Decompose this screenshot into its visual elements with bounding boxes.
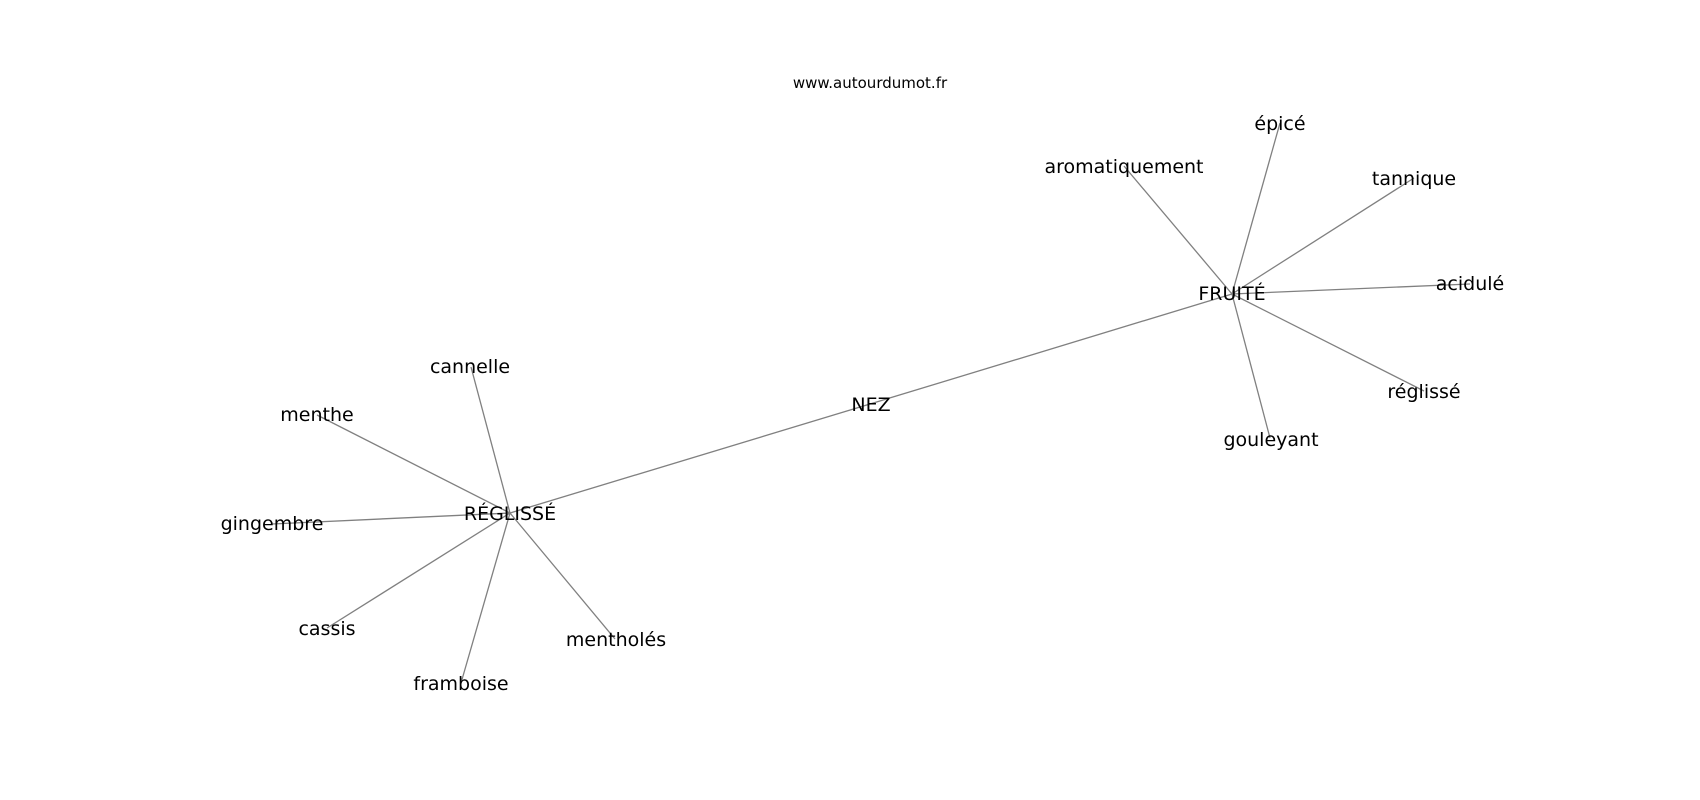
edge-reglisse-cannelle (470, 366, 511, 514)
edge-reglisse-gingembre (271, 512, 511, 525)
node-reglisse-hub: RÉGLISSÉ (464, 502, 556, 525)
edge-reglisse-menthe (316, 414, 511, 514)
edge-reglisse-cassis (326, 512, 511, 629)
edge-nez-reglisse (509, 403, 871, 514)
node-nez: NEZ (851, 394, 890, 416)
edge-fruite-gouleyant (1231, 293, 1271, 439)
edge-nez-fruite (869, 293, 1233, 405)
node-labels: NEZ RÉGLISSÉ cannelle menthe gingembre c… (221, 113, 1505, 695)
source-watermark: www.autourdumot.fr (793, 74, 948, 92)
graph-edges (271, 122, 1471, 684)
node-cannelle: cannelle (430, 356, 510, 378)
edge-fruite-acidule (1231, 283, 1471, 295)
node-tannique: tannique (1372, 168, 1456, 190)
node-fruite-hub: FRUITÉ (1198, 282, 1265, 305)
node-menthe: menthe (280, 404, 353, 426)
node-gouleyant: gouleyant (1223, 429, 1318, 451)
node-epice: épicé (1254, 113, 1305, 135)
edge-fruite-tannique (1231, 177, 1415, 295)
edge-fruite-epice (1231, 122, 1281, 295)
node-mentholes: mentholés (566, 629, 666, 651)
node-gingembre: gingembre (221, 513, 324, 535)
node-reglisse-leaf: réglissé (1387, 381, 1460, 403)
node-framboise: framboise (413, 673, 508, 695)
node-aromatiquement: aromatiquement (1044, 156, 1203, 178)
edge-fruite-aromatiquement (1123, 165, 1233, 295)
node-cassis: cassis (298, 618, 355, 640)
edge-fruite-reglisse (1231, 293, 1425, 392)
node-acidule: acidulé (1436, 273, 1504, 295)
edge-reglisse-framboise (460, 512, 511, 684)
edge-reglisse-mentholes (509, 512, 616, 640)
